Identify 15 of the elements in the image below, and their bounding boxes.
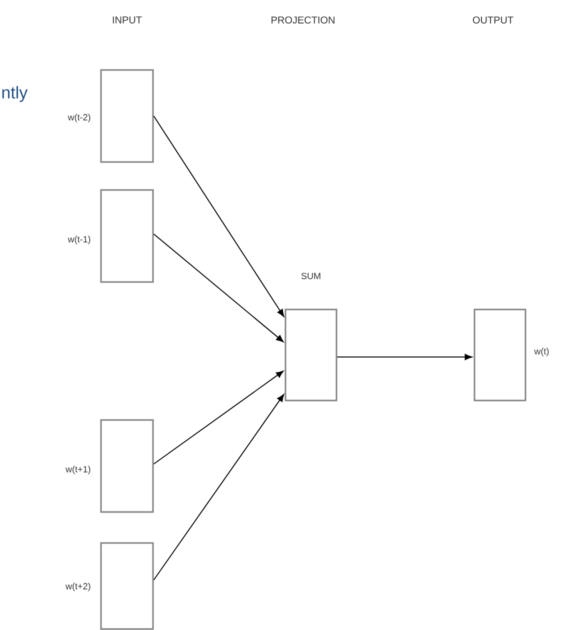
column-heading: INPUT: [112, 16, 142, 24]
column-heading: OUTPUT: [472, 16, 514, 24]
word-label: w(t-1): [68, 236, 90, 244]
arrow: [336, 354, 472, 360]
word-label: w(t+2): [66, 582, 90, 592]
word-label: w(t): [534, 348, 549, 356]
column-heading: PROJECTION: [272, 16, 334, 24]
arrow: [153, 116, 284, 317]
arrow: [153, 234, 284, 342]
box-heading: SUM: [301, 272, 320, 280]
arrow: [153, 370, 284, 464]
word-label: w(t+1): [66, 466, 90, 474]
word-label: w(t-2): [68, 114, 90, 122]
arrow: [153, 394, 284, 580]
text-fragment: ntly: [2, 86, 28, 102]
